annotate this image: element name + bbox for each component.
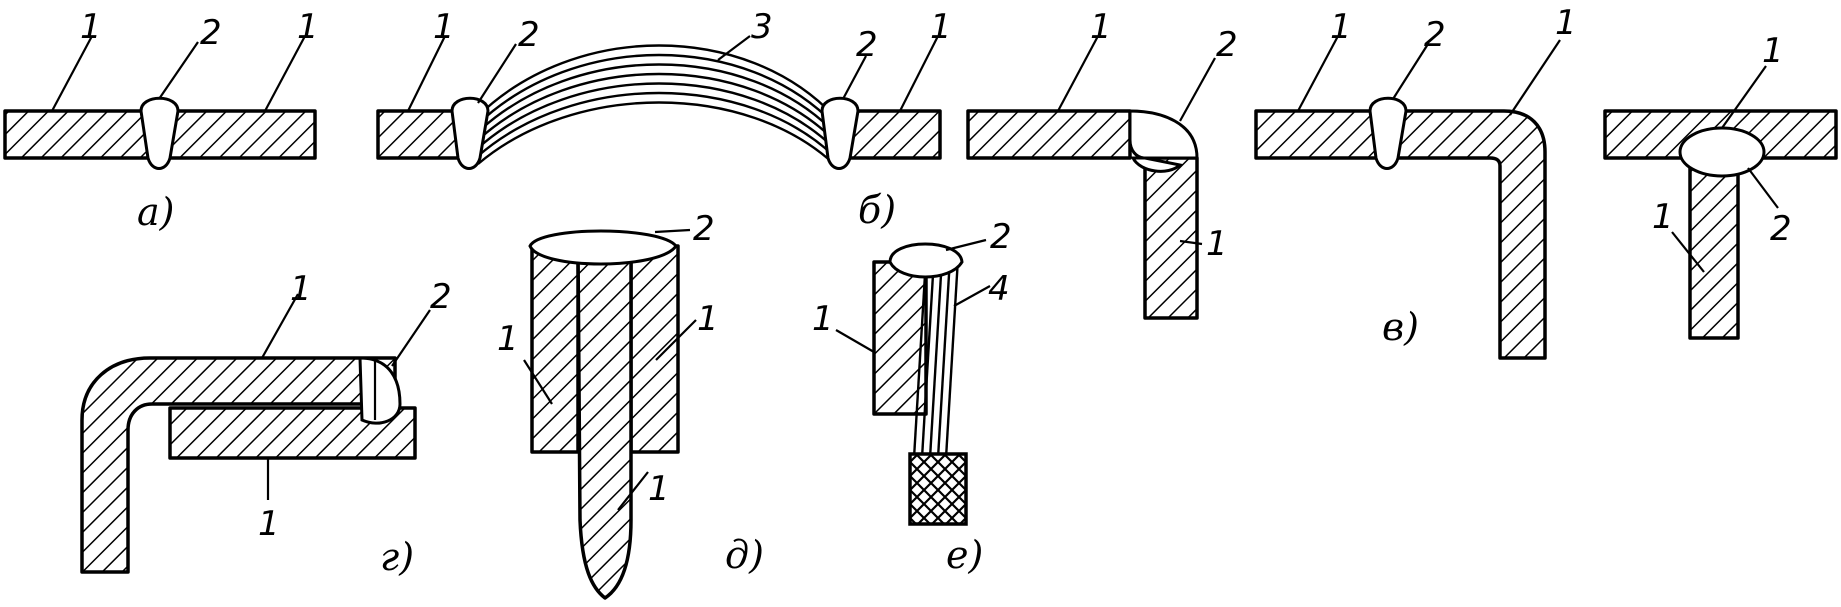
label-weld: 2: [1770, 209, 1792, 249]
leader-line: [945, 238, 987, 252]
label-part: 1: [297, 7, 319, 47]
caption-e: е): [946, 533, 983, 577]
label-part: 1: [80, 7, 102, 47]
leader-line: [835, 329, 875, 353]
leader-line: [717, 35, 751, 61]
weld-seam: [528, 229, 678, 266]
label-weld: 2: [518, 15, 540, 55]
leader-line: [953, 285, 991, 307]
plate-right: [163, 109, 317, 160]
plate-vertical: [1143, 156, 1199, 320]
label-part: 1: [648, 469, 670, 509]
joint-d: 2 1 1 1 д): [497, 209, 764, 600]
label-part: 1: [1330, 7, 1352, 47]
leader-line: [1057, 35, 1099, 112]
leader-line: [1179, 57, 1216, 122]
leader-line: [654, 228, 691, 234]
sleeve-right: [629, 244, 680, 454]
plate-vertical: [1688, 156, 1740, 340]
stranded-wire: [912, 257, 960, 459]
label-part: 1: [930, 7, 952, 47]
flexible-braid: [477, 44, 835, 165]
leader-line: [1392, 43, 1429, 100]
leader-line: [391, 309, 431, 367]
label-weld: 2: [1424, 15, 1446, 55]
leader-line: [1509, 39, 1561, 116]
label-part: 1: [697, 299, 719, 339]
weld-seam: [1368, 96, 1408, 170]
weld-seam: [1128, 109, 1199, 160]
joint-b: 1 2 3 2 1 б): [376, 7, 952, 232]
label-part: 1: [290, 269, 312, 309]
weld-root: [1130, 156, 1184, 173]
bent-plate: [80, 356, 397, 574]
sleeve-left: [530, 244, 580, 454]
label-part: 1: [1206, 224, 1228, 264]
joint-a: 1 2 1 а): [3, 7, 319, 234]
wire-insulation: [908, 452, 968, 526]
joint-g: 1 2 1 г): [80, 269, 452, 579]
label-part: 1: [1652, 197, 1674, 237]
leader-line: [842, 55, 867, 100]
leader-line: [51, 35, 93, 112]
leader-line: [1671, 231, 1705, 273]
weld-seam: [450, 96, 490, 170]
joint-e: 2 4 1 е): [812, 217, 1012, 577]
leader-line: [264, 35, 306, 112]
caption-d: д): [725, 533, 764, 577]
label-weld: 2: [430, 277, 452, 317]
leader-line: [1297, 35, 1339, 112]
caption-v: в): [1382, 305, 1419, 349]
leader-line: [899, 35, 939, 112]
plate-lower: [168, 406, 417, 460]
weld-seam: [358, 356, 402, 425]
leader-line: [1179, 239, 1203, 246]
label-braid: 3: [751, 7, 773, 47]
plate-left: [1254, 109, 1383, 160]
label-part: 1: [812, 299, 834, 339]
plate-left: [3, 109, 154, 160]
caption-a: а): [137, 190, 174, 234]
leader-line: [655, 319, 697, 361]
caption-g: г): [380, 535, 414, 579]
plate-horizontal: [966, 109, 1132, 160]
weld-seam: [888, 242, 964, 279]
label-part: 1: [1555, 3, 1577, 43]
joint-v: 1 2 1 1 2 1 в) 1 2 1: [966, 3, 1838, 360]
label-weld: 2: [1216, 25, 1238, 65]
leader-line: [1721, 65, 1767, 129]
caption-b: б): [858, 188, 896, 232]
label-part: 1: [497, 319, 519, 359]
label-part: 1: [1090, 7, 1112, 47]
label-weld: 2: [200, 13, 222, 53]
label-weld: 2: [693, 209, 715, 249]
leader-line: [158, 41, 199, 100]
weld-seam: [1678, 126, 1766, 178]
label-wire: 4: [988, 269, 1010, 309]
weld-seam: [139, 96, 180, 170]
label-weld: 2: [856, 25, 878, 65]
leader-line: [477, 43, 517, 104]
leader-line: [617, 471, 649, 511]
label-weld: 2: [990, 217, 1012, 257]
label-part: 1: [1762, 31, 1784, 71]
rod: [576, 244, 633, 600]
weld-seam: [820, 96, 860, 170]
leader-line: [1747, 167, 1779, 209]
leader-line: [261, 293, 299, 359]
label-part: 1: [258, 504, 280, 544]
leader-line: [523, 359, 553, 405]
label-part: 1: [433, 7, 455, 47]
leader-line: [407, 35, 446, 112]
bent-plate: [1393, 109, 1547, 360]
